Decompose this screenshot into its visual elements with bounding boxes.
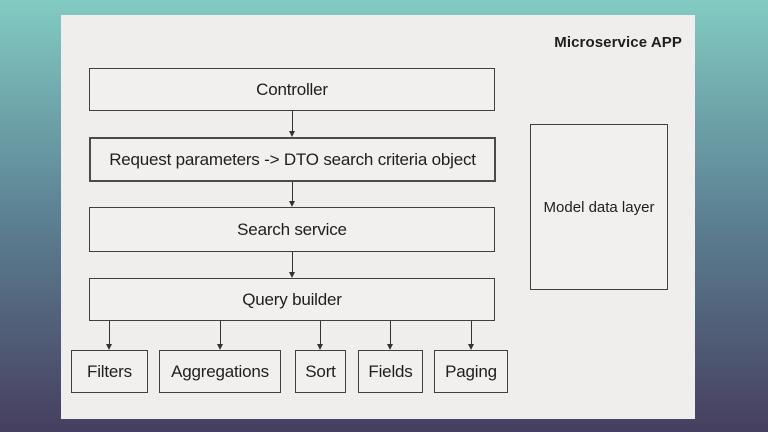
slide-panel: Microservice APP Controller Request para… xyxy=(61,15,695,419)
node-controller-label: Controller xyxy=(256,79,328,99)
node-aggregations: Aggregations xyxy=(159,350,281,393)
node-sort: Sort xyxy=(295,350,346,393)
node-request-parameters-dto: Request parameters -> DTO search criteri… xyxy=(89,137,496,182)
slide-title: Microservice APP xyxy=(554,34,682,51)
flow-arrow-controller-to-dto xyxy=(288,111,297,137)
flow-arrow-query-builder-to-paging xyxy=(467,321,476,350)
flow-arrow-query-builder-to-fields xyxy=(386,321,395,350)
node-request-parameters-dto-label: Request parameters -> DTO search criteri… xyxy=(109,149,476,169)
flow-arrow-query-builder-to-sort xyxy=(316,321,325,350)
node-filters-label: Filters xyxy=(87,361,132,381)
node-filters: Filters xyxy=(71,350,148,393)
node-paging: Paging xyxy=(434,350,508,393)
node-model-data-layer-label: Model data layer xyxy=(543,198,655,216)
node-search-service: Search service xyxy=(89,207,495,252)
node-model-data-layer: Model data layer xyxy=(530,124,668,290)
node-fields-label: Fields xyxy=(368,361,413,381)
node-query-builder-label: Query builder xyxy=(242,289,342,309)
node-sort-label: Sort xyxy=(305,361,336,381)
node-controller: Controller xyxy=(89,68,495,111)
flow-arrow-search-service-to-query-builder xyxy=(288,252,297,278)
node-query-builder: Query builder xyxy=(89,278,495,321)
node-paging-label: Paging xyxy=(445,361,497,381)
flow-arrow-query-builder-to-filters xyxy=(105,321,114,350)
node-search-service-label: Search service xyxy=(237,219,347,239)
flow-arrow-dto-to-search-service xyxy=(288,182,297,207)
node-fields: Fields xyxy=(358,350,423,393)
flow-arrow-query-builder-to-aggregations xyxy=(216,321,225,350)
node-aggregations-label: Aggregations xyxy=(171,361,269,381)
